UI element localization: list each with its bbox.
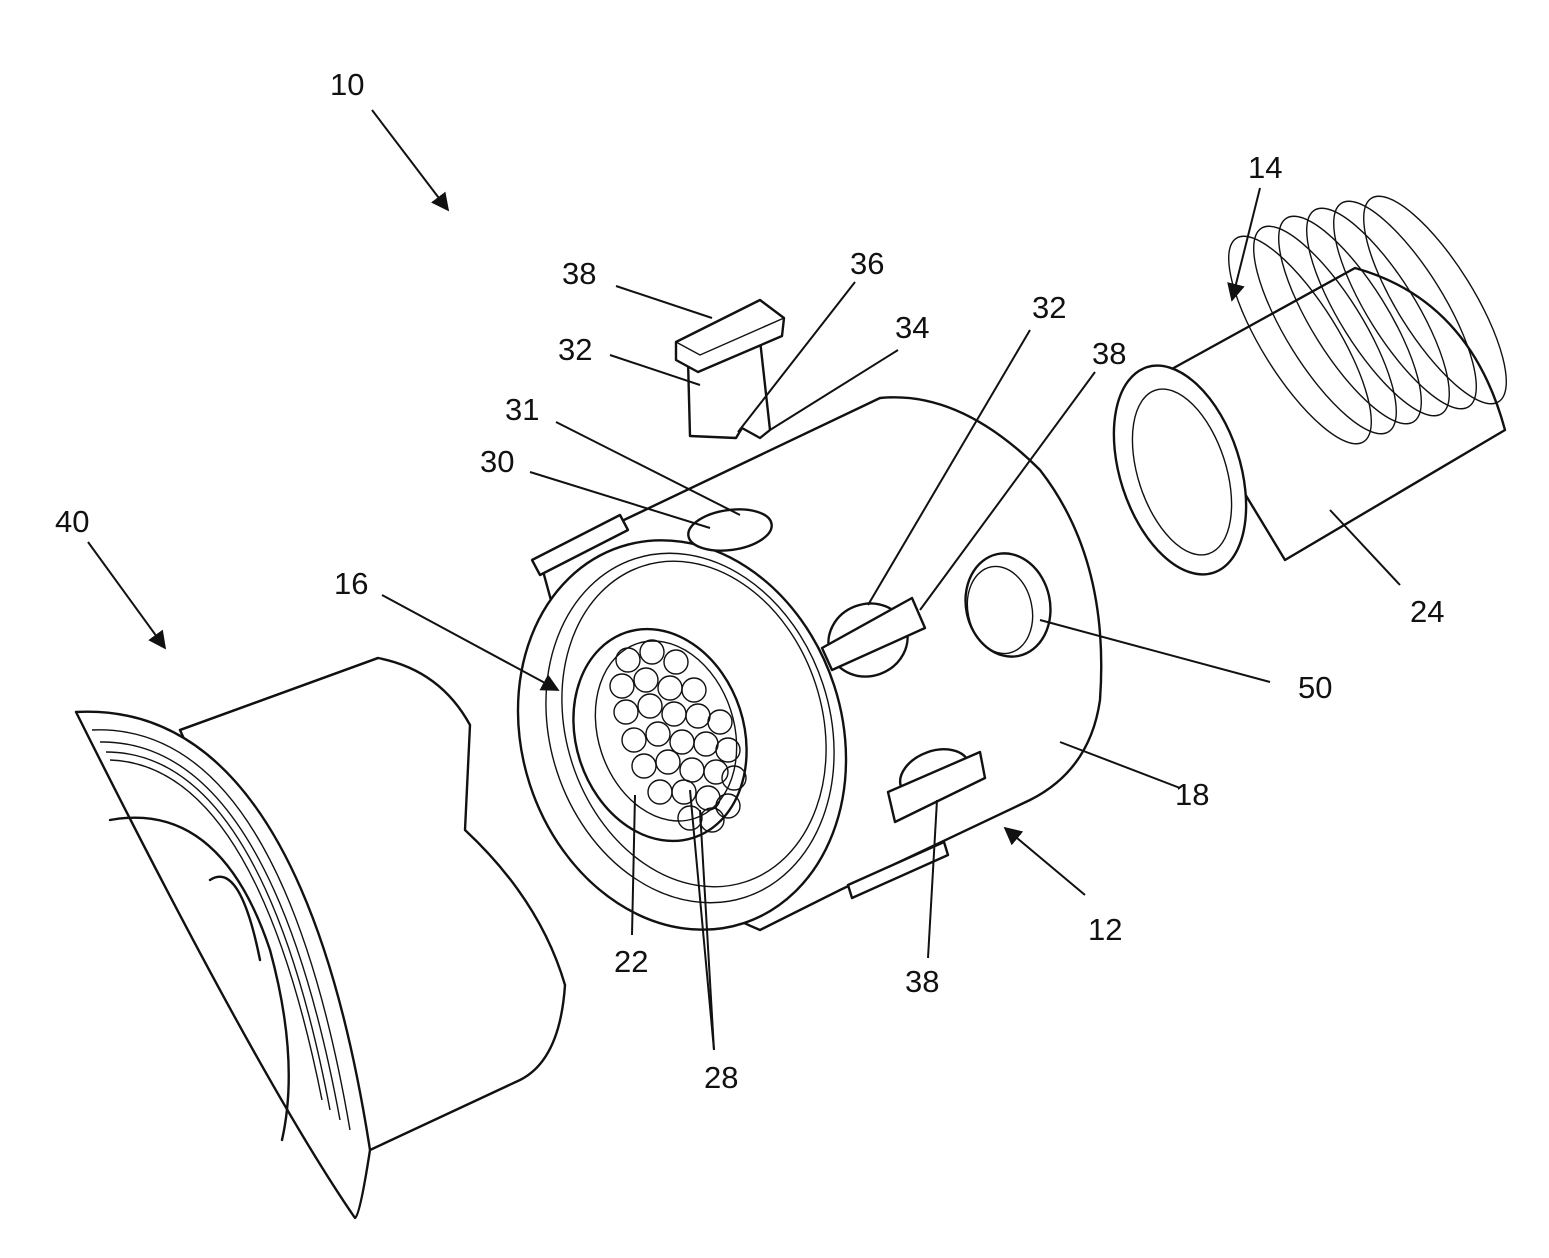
label-40: 40	[55, 504, 89, 539]
body-part	[469, 397, 1102, 972]
label-50: 50	[1298, 670, 1332, 705]
label-14: 14	[1248, 150, 1282, 185]
label-24: 24	[1410, 594, 1444, 629]
label-32-side: 32	[1032, 290, 1066, 325]
cap-part	[76, 658, 565, 1218]
label-22: 22	[614, 944, 648, 979]
label-38-side: 38	[1092, 336, 1126, 371]
loose-pin	[676, 300, 784, 438]
label-30: 30	[480, 444, 514, 479]
label-38-bottom: 38	[905, 964, 939, 999]
label-18: 18	[1175, 777, 1209, 812]
label-12: 12	[1088, 912, 1122, 947]
label-36: 36	[850, 246, 884, 281]
label-10: 10	[330, 67, 364, 102]
label-31: 31	[505, 392, 539, 427]
label-16: 16	[334, 566, 368, 601]
label-34: 34	[895, 310, 929, 345]
label-28: 28	[704, 1060, 738, 1095]
label-38-top: 38	[562, 256, 596, 291]
label-32-top: 32	[558, 332, 592, 367]
screw-part	[1090, 178, 1531, 591]
